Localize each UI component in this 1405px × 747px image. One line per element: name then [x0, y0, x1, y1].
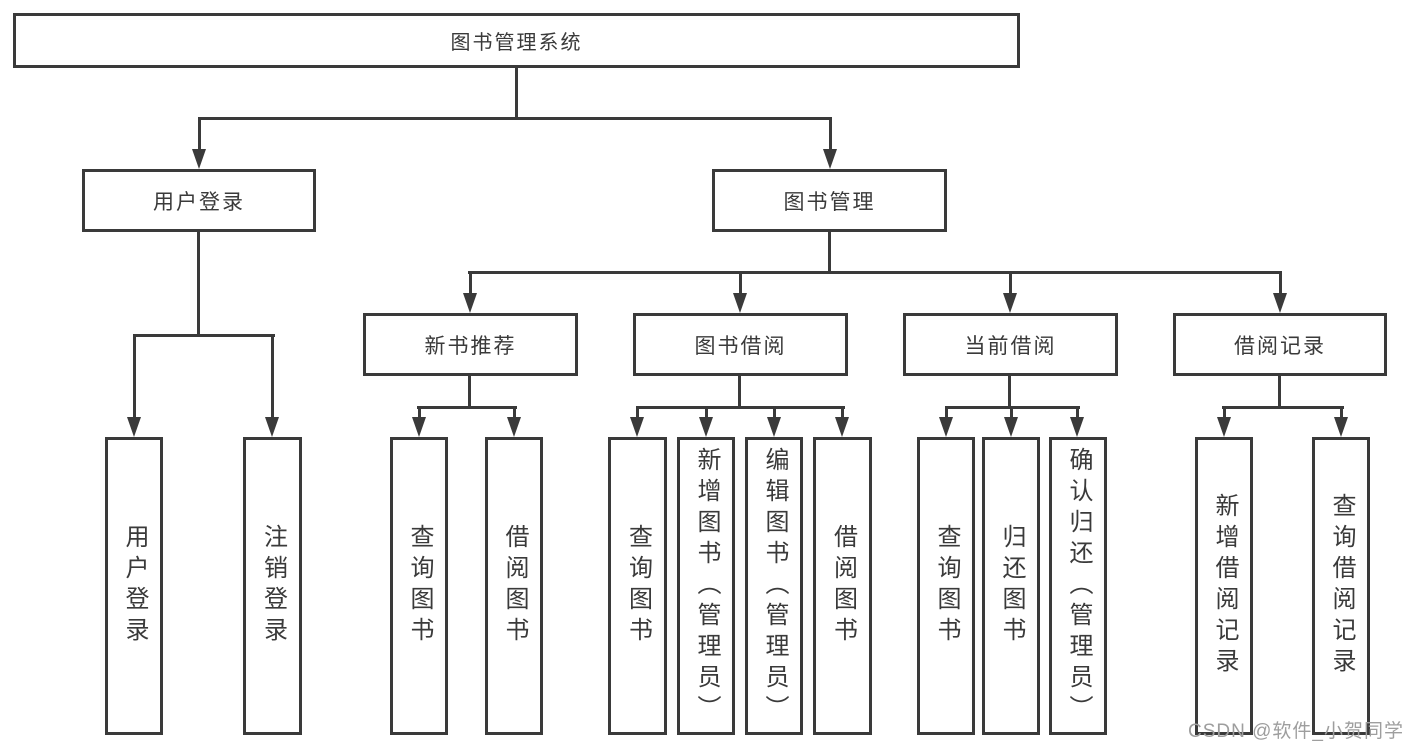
leaf-add-borrow-record: 新增借阅记录 — [1195, 437, 1253, 735]
arrow-head-icon — [767, 417, 781, 437]
arrow-to-leaf-add-book — [699, 406, 713, 437]
node-current-borrow: 当前借阅 — [903, 313, 1118, 376]
arrow-head-icon — [630, 417, 644, 437]
arrow-to-leaf-logout — [265, 334, 279, 437]
arrow-stem — [512, 406, 516, 417]
arrow-to-new-book-recommend — [463, 271, 477, 313]
node-new-book-recommend: 新书推荐 — [363, 313, 578, 376]
leaf-add-book-admin: 新增图书（管理员） — [677, 437, 735, 735]
arrow-head-icon — [1273, 293, 1287, 313]
arrow-stem — [1278, 271, 1282, 293]
arrow-head-icon — [192, 149, 206, 169]
connector-nbr-hline — [417, 406, 517, 409]
arrow-to-leaf-borrow-books-2 — [835, 406, 849, 437]
arrow-stem — [840, 406, 844, 417]
connector-br-hline — [1222, 406, 1344, 409]
arrow-head-icon — [939, 417, 953, 437]
arrow-head-icon — [127, 417, 141, 437]
arrow-stem — [1009, 406, 1013, 417]
arrow-head-icon — [1217, 417, 1231, 437]
arrow-to-leaf-query-record — [1334, 406, 1348, 437]
connector-root-hline — [198, 117, 832, 120]
arrow-to-leaf-query-books-2 — [630, 406, 644, 437]
arrow-stem — [1222, 406, 1226, 417]
leaf-user-login: 用户登录 — [105, 437, 163, 735]
arrow-to-leaf-confirm-return — [1070, 406, 1084, 437]
arrow-stem — [197, 117, 201, 149]
leaf-logout-login: 注销登录 — [243, 437, 302, 735]
connector-book-mgmt-stem — [828, 232, 831, 274]
arrow-head-icon — [733, 293, 747, 313]
connector-user-login-hline — [133, 334, 275, 337]
arrow-to-leaf-edit-book — [767, 406, 781, 437]
arrow-head-icon — [1334, 417, 1348, 437]
arrow-stem — [468, 271, 472, 293]
arrow-head-icon — [823, 149, 837, 169]
arrow-to-leaf-query-books-1 — [412, 406, 426, 437]
arrow-stem — [1075, 406, 1079, 417]
connector-root-stem — [515, 68, 518, 120]
arrow-stem — [738, 271, 742, 293]
arrow-head-icon — [1070, 417, 1084, 437]
connector-cb-hline — [945, 406, 1080, 409]
leaf-edit-book-admin: 编辑图书（管理员） — [745, 437, 803, 735]
leaf-borrow-books-2: 借阅图书 — [813, 437, 872, 735]
leaf-query-books-3: 查询图书 — [917, 437, 975, 735]
arrow-to-book-mgmt — [823, 117, 837, 169]
arrow-to-leaf-user-login — [127, 334, 141, 437]
node-book-mgmt: 图书管理 — [712, 169, 947, 232]
connector-bb-hline — [636, 406, 845, 409]
leaf-confirm-return-admin: 确认归还（管理员） — [1049, 437, 1107, 735]
arrow-head-icon — [835, 417, 849, 437]
node-borrow-records: 借阅记录 — [1173, 313, 1387, 376]
arrow-stem — [132, 334, 136, 417]
arrow-head-icon — [463, 293, 477, 313]
leaf-borrow-books-1: 借阅图书 — [485, 437, 543, 735]
connector-bb-stem — [738, 376, 741, 409]
leaf-return-book: 归还图书 — [982, 437, 1040, 735]
arrow-head-icon — [1004, 417, 1018, 437]
arrow-stem — [417, 406, 421, 417]
connector-cb-stem — [1008, 376, 1011, 409]
leaf-query-books-2: 查询图书 — [608, 437, 667, 735]
node-root: 图书管理系统 — [13, 13, 1020, 68]
arrow-head-icon — [699, 417, 713, 437]
node-user-login: 用户登录 — [82, 169, 316, 232]
node-book-borrow: 图书借阅 — [633, 313, 848, 376]
arrow-to-leaf-return-book — [1004, 406, 1018, 437]
arrow-head-icon — [265, 417, 279, 437]
arrow-stem — [270, 334, 274, 417]
connector-user-login-stem — [197, 232, 200, 337]
arrow-stem — [944, 406, 948, 417]
connector-book-mgmt-hline — [468, 271, 1282, 274]
connector-nbr-stem — [468, 376, 471, 409]
arrow-to-book-borrow — [733, 271, 747, 313]
arrow-head-icon — [412, 417, 426, 437]
arrow-head-icon — [507, 417, 521, 437]
arrow-stem — [772, 406, 776, 417]
arrow-stem — [704, 406, 708, 417]
arrow-stem — [635, 406, 639, 417]
arrow-to-leaf-add-record — [1217, 406, 1231, 437]
arrow-to-user-login — [192, 117, 206, 169]
arrow-stem — [1008, 271, 1012, 293]
leaf-query-borrow-record: 查询借阅记录 — [1312, 437, 1370, 735]
connector-br-stem — [1278, 376, 1281, 409]
csdn-watermark: CSDN @软件_小贺同学 — [1188, 721, 1404, 742]
arrow-to-borrow-records — [1273, 271, 1287, 313]
arrow-stem — [1339, 406, 1343, 417]
arrow-to-leaf-query-books-3 — [939, 406, 953, 437]
leaf-query-books-1: 查询图书 — [390, 437, 448, 735]
arrow-head-icon — [1003, 293, 1017, 313]
arrow-to-current-borrow — [1003, 271, 1017, 313]
arrow-to-leaf-borrow-books-1 — [507, 406, 521, 437]
arrow-stem — [828, 117, 832, 149]
